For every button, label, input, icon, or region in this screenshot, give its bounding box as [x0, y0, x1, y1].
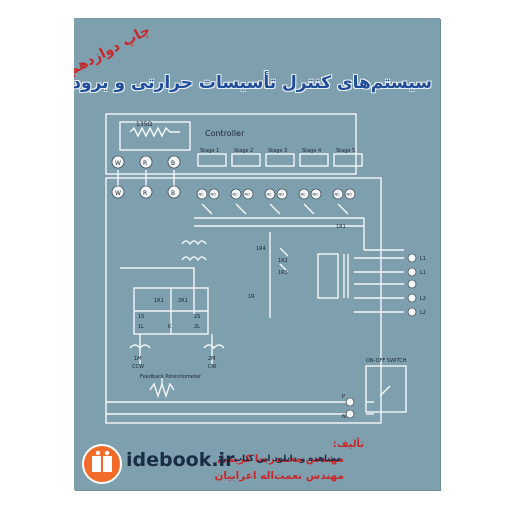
circuit-diagram: Controller 135Ω W R B W R B Stage 1 Stag… [105, 113, 426, 424]
contact-k: K [168, 324, 172, 330]
supply-n: N [342, 414, 346, 420]
switch-label: ON-OFF SWITCH [366, 358, 407, 364]
contact-1r1: 1R1 [154, 298, 164, 304]
terminal-r: R [143, 160, 147, 167]
terminal-w-lower: W [115, 190, 121, 197]
site-logo: idebook.ir [126, 449, 235, 471]
relay-1r4: 1R4 [256, 246, 266, 252]
stage-3-label: Stage 3 [268, 148, 287, 154]
stage-1-label: Stage 1 [200, 148, 219, 154]
contact-no: NO [313, 193, 319, 197]
output-l1-b: L1 [420, 270, 426, 276]
contact-no: NO [211, 193, 217, 197]
terminal-r-lower: R [143, 190, 147, 197]
terminal-w: W [115, 160, 121, 167]
supply-p: P [342, 394, 345, 400]
motor-1m: 1M [134, 356, 142, 362]
output-l1-a: L1 [420, 256, 426, 262]
relay-1r2: 1R2 [278, 258, 288, 264]
resistor-label: 135Ω [136, 121, 152, 128]
site-watermark: idebook.ir مشاهده و دانلود این کتاب در: [82, 444, 341, 484]
book-logo-icon [82, 444, 122, 484]
authors-label: تألیف: [332, 439, 364, 450]
output-l2-a: L2 [420, 296, 426, 302]
motor-2m: 2M [208, 356, 216, 362]
author-name: مهندس نعمت‌اله اعرابیان [214, 470, 344, 482]
contact-nc: NC [301, 193, 307, 197]
controller-box [105, 113, 357, 175]
terminal-b-lower: B [171, 190, 175, 197]
limit-2l: 2L [194, 324, 200, 330]
stage-4-label: Stage 4 [302, 148, 321, 154]
controller-label: Controller [205, 129, 245, 138]
limit-1s: 1S [138, 314, 144, 320]
motor-cw: CW [208, 364, 216, 370]
relay-1r: 1R [248, 294, 255, 300]
contact-no: NO [245, 193, 251, 197]
watermark-caption: مشاهده و دانلود این کتاب در: [218, 454, 342, 464]
limit-1l: 1L [138, 324, 144, 330]
stage-5-label: Stage 5 [336, 148, 355, 154]
book-title: سیستم‌های کنترل تأسیسات حرارتی و برودتی [74, 73, 432, 93]
output-l2-b: L2 [420, 310, 426, 316]
relay-1r1: 1R1 [336, 224, 346, 230]
contact-nc: NC [233, 193, 239, 197]
contact-nc: NC [335, 193, 341, 197]
stage-2-label: Stage 2 [234, 148, 253, 154]
contact-nc: NC [199, 193, 205, 197]
contact-no: NO [279, 193, 285, 197]
relay-1r3: 1R3 [278, 270, 288, 276]
author-name: مهندس محمدرضا کریمی [216, 453, 344, 465]
book-cover: چاپ دوازدهم سیستم‌های کنترل تأسیسات حرار… [74, 18, 440, 490]
motor-ccw: CCW [132, 364, 144, 370]
limit-2s: 2S [194, 314, 200, 320]
feedback-label: Feedback Potentiometer [140, 374, 202, 380]
contact-2r1: 2R1 [178, 298, 188, 304]
terminal-b: B [171, 160, 175, 167]
contact-no: NO [347, 193, 353, 197]
main-panel-box [105, 177, 382, 424]
contact-nc: NC [267, 193, 273, 197]
